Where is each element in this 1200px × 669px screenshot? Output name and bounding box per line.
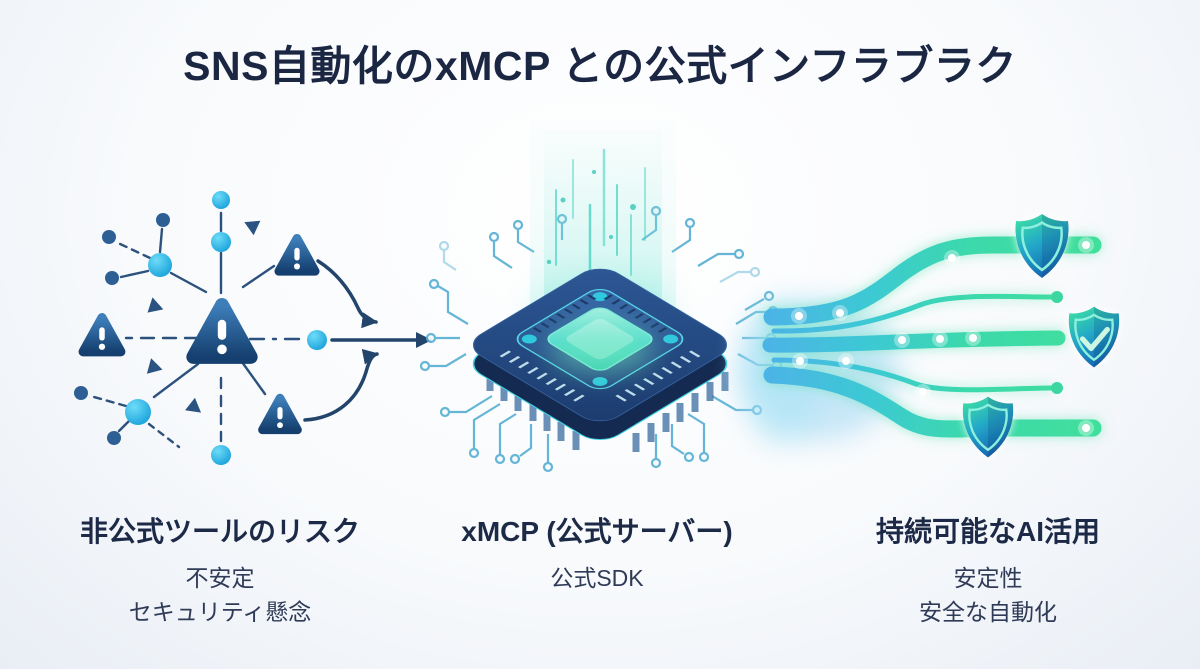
branch-end-dot — [1051, 382, 1063, 394]
warning-triangle-icon — [193, 305, 250, 357]
risk-network-icon — [74, 191, 432, 465]
warning-triangle-icon — [279, 238, 315, 271]
center-subline: 公式SDK — [550, 565, 644, 591]
network-node-dots — [74, 191, 327, 465]
core-green-glow — [550, 328, 654, 372]
network-lines — [92, 211, 305, 449]
warning-triangle-icon — [262, 398, 297, 430]
page-title: SNS自動化のxMCP との公式インフラブラク — [183, 43, 1017, 89]
scatter-arrowheads — [146, 220, 261, 413]
center-heading: xMCP (公式サーバー) — [461, 516, 733, 547]
left-subline: 不安定 — [185, 565, 255, 591]
warning-triangle-icon — [83, 318, 121, 352]
right-heading: 持続可能なAI活用 — [875, 516, 1100, 547]
left-heading: 非公式ツールのリスク — [79, 516, 360, 547]
shield-icon — [1013, 212, 1071, 280]
left-subline: セキュリティ懸念 — [128, 599, 312, 625]
right-subline: 安定性 — [953, 565, 1023, 591]
right-section-label: 持続可能なAI活用 安定性 安全な自動化 — [806, 510, 1170, 629]
center-section-label: xMCP (公式サーバー) 公式SDK — [415, 510, 779, 595]
shield-flow-icon — [742, 212, 1121, 460]
right-subline: 安全な自動化 — [919, 599, 1057, 625]
shield-check-icon — [1067, 305, 1121, 370]
flow-arrows-to-chip — [303, 259, 432, 422]
branch-end-dot — [1051, 291, 1063, 303]
shield-icon — [961, 395, 1015, 460]
chip-pins — [480, 369, 729, 452]
left-section-label: 非公式ツールのリスク 不安定 セキュリティ懸念 — [38, 510, 402, 629]
cpu-chip-icon — [419, 120, 783, 473]
